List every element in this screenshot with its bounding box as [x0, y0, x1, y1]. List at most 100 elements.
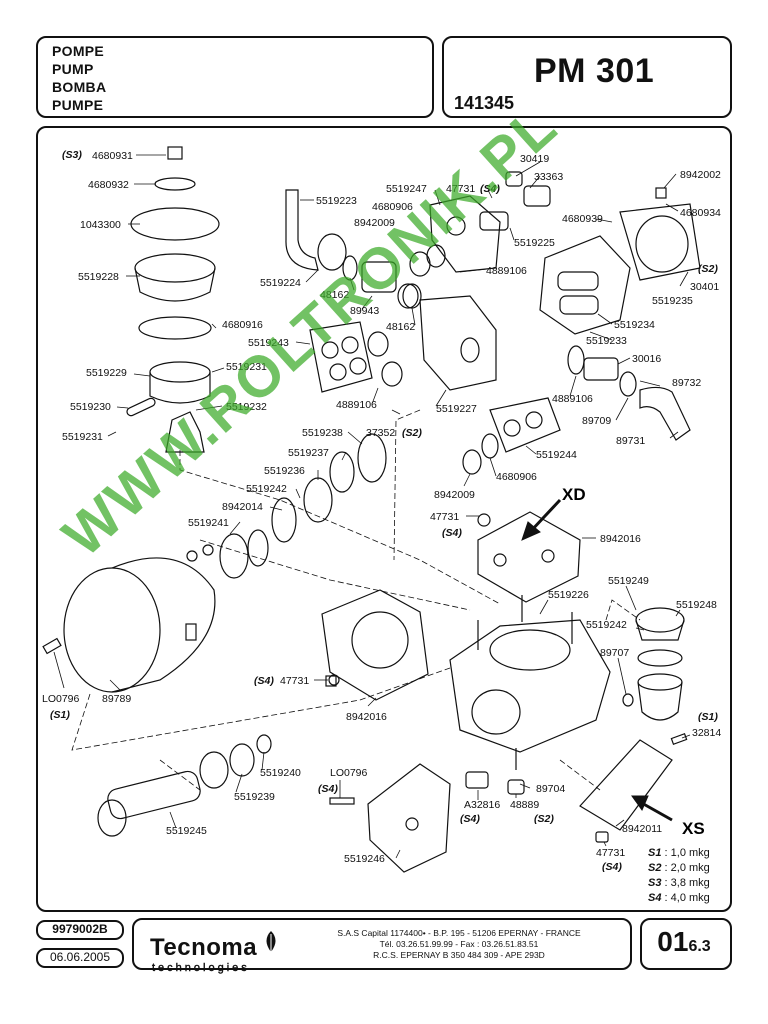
pump-name-es: BOMBA [52, 79, 107, 95]
pump-name-de: PUMPE [52, 97, 104, 113]
part-label: 5519228 [78, 271, 119, 283]
torque-tag: (S2) [402, 427, 422, 439]
date-badge: 06.06.2005 [36, 948, 124, 968]
bracket-part [367, 763, 451, 873]
torque-tag: (S4) [318, 783, 338, 795]
part-label: 5519227 [436, 403, 477, 415]
part-label: 89731 [616, 435, 645, 447]
stud-part [185, 623, 197, 641]
part-label: 5519226 [548, 589, 589, 601]
xd-plate-part [477, 511, 581, 603]
doc-number-badge: 9979002B [36, 920, 124, 940]
outlet-fitting-part [583, 357, 619, 381]
part-label: 89789 [102, 693, 131, 705]
part-code: 141345 [454, 93, 515, 113]
part-label: LO0796 [42, 693, 80, 705]
pump-name-fr: POMPE [52, 43, 105, 59]
part-label: 4680916 [222, 319, 263, 331]
part-label: 5519231 [226, 361, 267, 373]
pump-housing-part [321, 589, 429, 701]
brand-logo: Tecnoma [150, 934, 258, 961]
part-label: 47731 [430, 511, 459, 523]
part-label: 4680906 [372, 201, 413, 213]
part-label: 8942002 [680, 169, 721, 181]
union-part [523, 185, 551, 207]
part-label: 5519231 [62, 431, 103, 443]
part-label: 30401 [690, 281, 719, 293]
torque-tag: (S2) [534, 813, 554, 825]
company-box: Tecnoma technologies S.A.S Capital 11744… [132, 918, 632, 974]
model-box: PM 301 141345 [442, 36, 732, 118]
outlet-elbow-part [639, 386, 691, 441]
part-label: 89709 [582, 415, 611, 427]
part-label: 4889106 [486, 265, 527, 277]
part-label: LO0796 [330, 767, 368, 779]
part-label: 5519238 [302, 427, 343, 439]
elbow-part [285, 189, 319, 271]
torque-tag: (S3) [62, 149, 82, 161]
part-label: 4680939 [562, 213, 603, 225]
right-cover-part [539, 235, 631, 335]
part-label: 8942009 [354, 217, 395, 229]
torque-tag: (S1) [698, 711, 718, 723]
torque-row: S3 : 3,8 mkg [648, 877, 710, 889]
drive-shaft-part [107, 770, 201, 820]
part-label: 5519240 [260, 767, 301, 779]
sheet-box: 016.3 [640, 918, 732, 970]
torque-row: S2 : 2,0 mkg [648, 862, 710, 874]
right-plate-part [619, 203, 701, 281]
part-label: 30016 [632, 353, 661, 365]
part-label: 37352 [366, 427, 395, 439]
part-label: 5519242 [586, 619, 627, 631]
leaf-icon [266, 931, 276, 952]
part-label: 8942009 [434, 489, 475, 501]
part-label: 5519246 [344, 853, 385, 865]
torque-tag: (S2) [698, 263, 718, 275]
part-label: 5519236 [264, 465, 305, 477]
part-label: 8942016 [600, 533, 641, 545]
part-label: 48162 [320, 289, 349, 301]
xd-arrowhead [521, 521, 541, 541]
connecting-rod-part [165, 411, 205, 453]
valve-block-part [309, 321, 373, 393]
piston-top-part [149, 361, 211, 383]
doc-number: 9979002B [52, 922, 108, 936]
part-label: 4889106 [336, 399, 377, 411]
part-label: 5519244 [536, 449, 577, 461]
torque-legend: S1 : 1,0 mkg S2 : 2,0 mkg S3 : 3,8 mkg S… [648, 846, 710, 906]
xd-arrow [528, 498, 562, 534]
pump-name-en: PUMP [52, 61, 94, 77]
bolt-lo0796-part [42, 637, 62, 655]
xs-arrowhead [631, 795, 649, 812]
part-label: 5519242 [246, 483, 287, 495]
model-number: PM 301 [534, 52, 655, 90]
xs-label: XS [682, 819, 705, 838]
part-label: A32816 [464, 799, 500, 811]
fitting-part [361, 261, 397, 293]
piston-body-part [149, 372, 211, 404]
xd-label: XD [562, 485, 586, 504]
part-label: 5519232 [226, 401, 267, 413]
part-label: 5519223 [316, 195, 357, 207]
nut-small-part [595, 831, 609, 843]
part-label: 8942011 [622, 823, 662, 835]
torque-tag: (S1) [50, 709, 70, 721]
torque-tag: (S4) [480, 183, 500, 195]
part-label: 47731 [596, 847, 625, 859]
part-label: 89732 [672, 377, 701, 389]
part-label: 5519243 [248, 337, 289, 349]
shaft-spline-part [97, 799, 127, 837]
part-label: 5519247 [386, 183, 427, 195]
torque-tag: (S4) [460, 813, 480, 825]
part-label: 5519239 [234, 791, 275, 803]
housing-bowl-part [63, 567, 161, 693]
manifold-top-part [429, 195, 501, 273]
doc-date: 06.06.2005 [49, 950, 111, 964]
tank-cap-part [635, 607, 685, 633]
part-label: 30419 [520, 153, 549, 165]
bolt-part [167, 146, 183, 160]
nut-part [317, 233, 347, 271]
torque-row: S4 : 4,0 mkg [648, 892, 710, 904]
plug-part [507, 779, 525, 795]
